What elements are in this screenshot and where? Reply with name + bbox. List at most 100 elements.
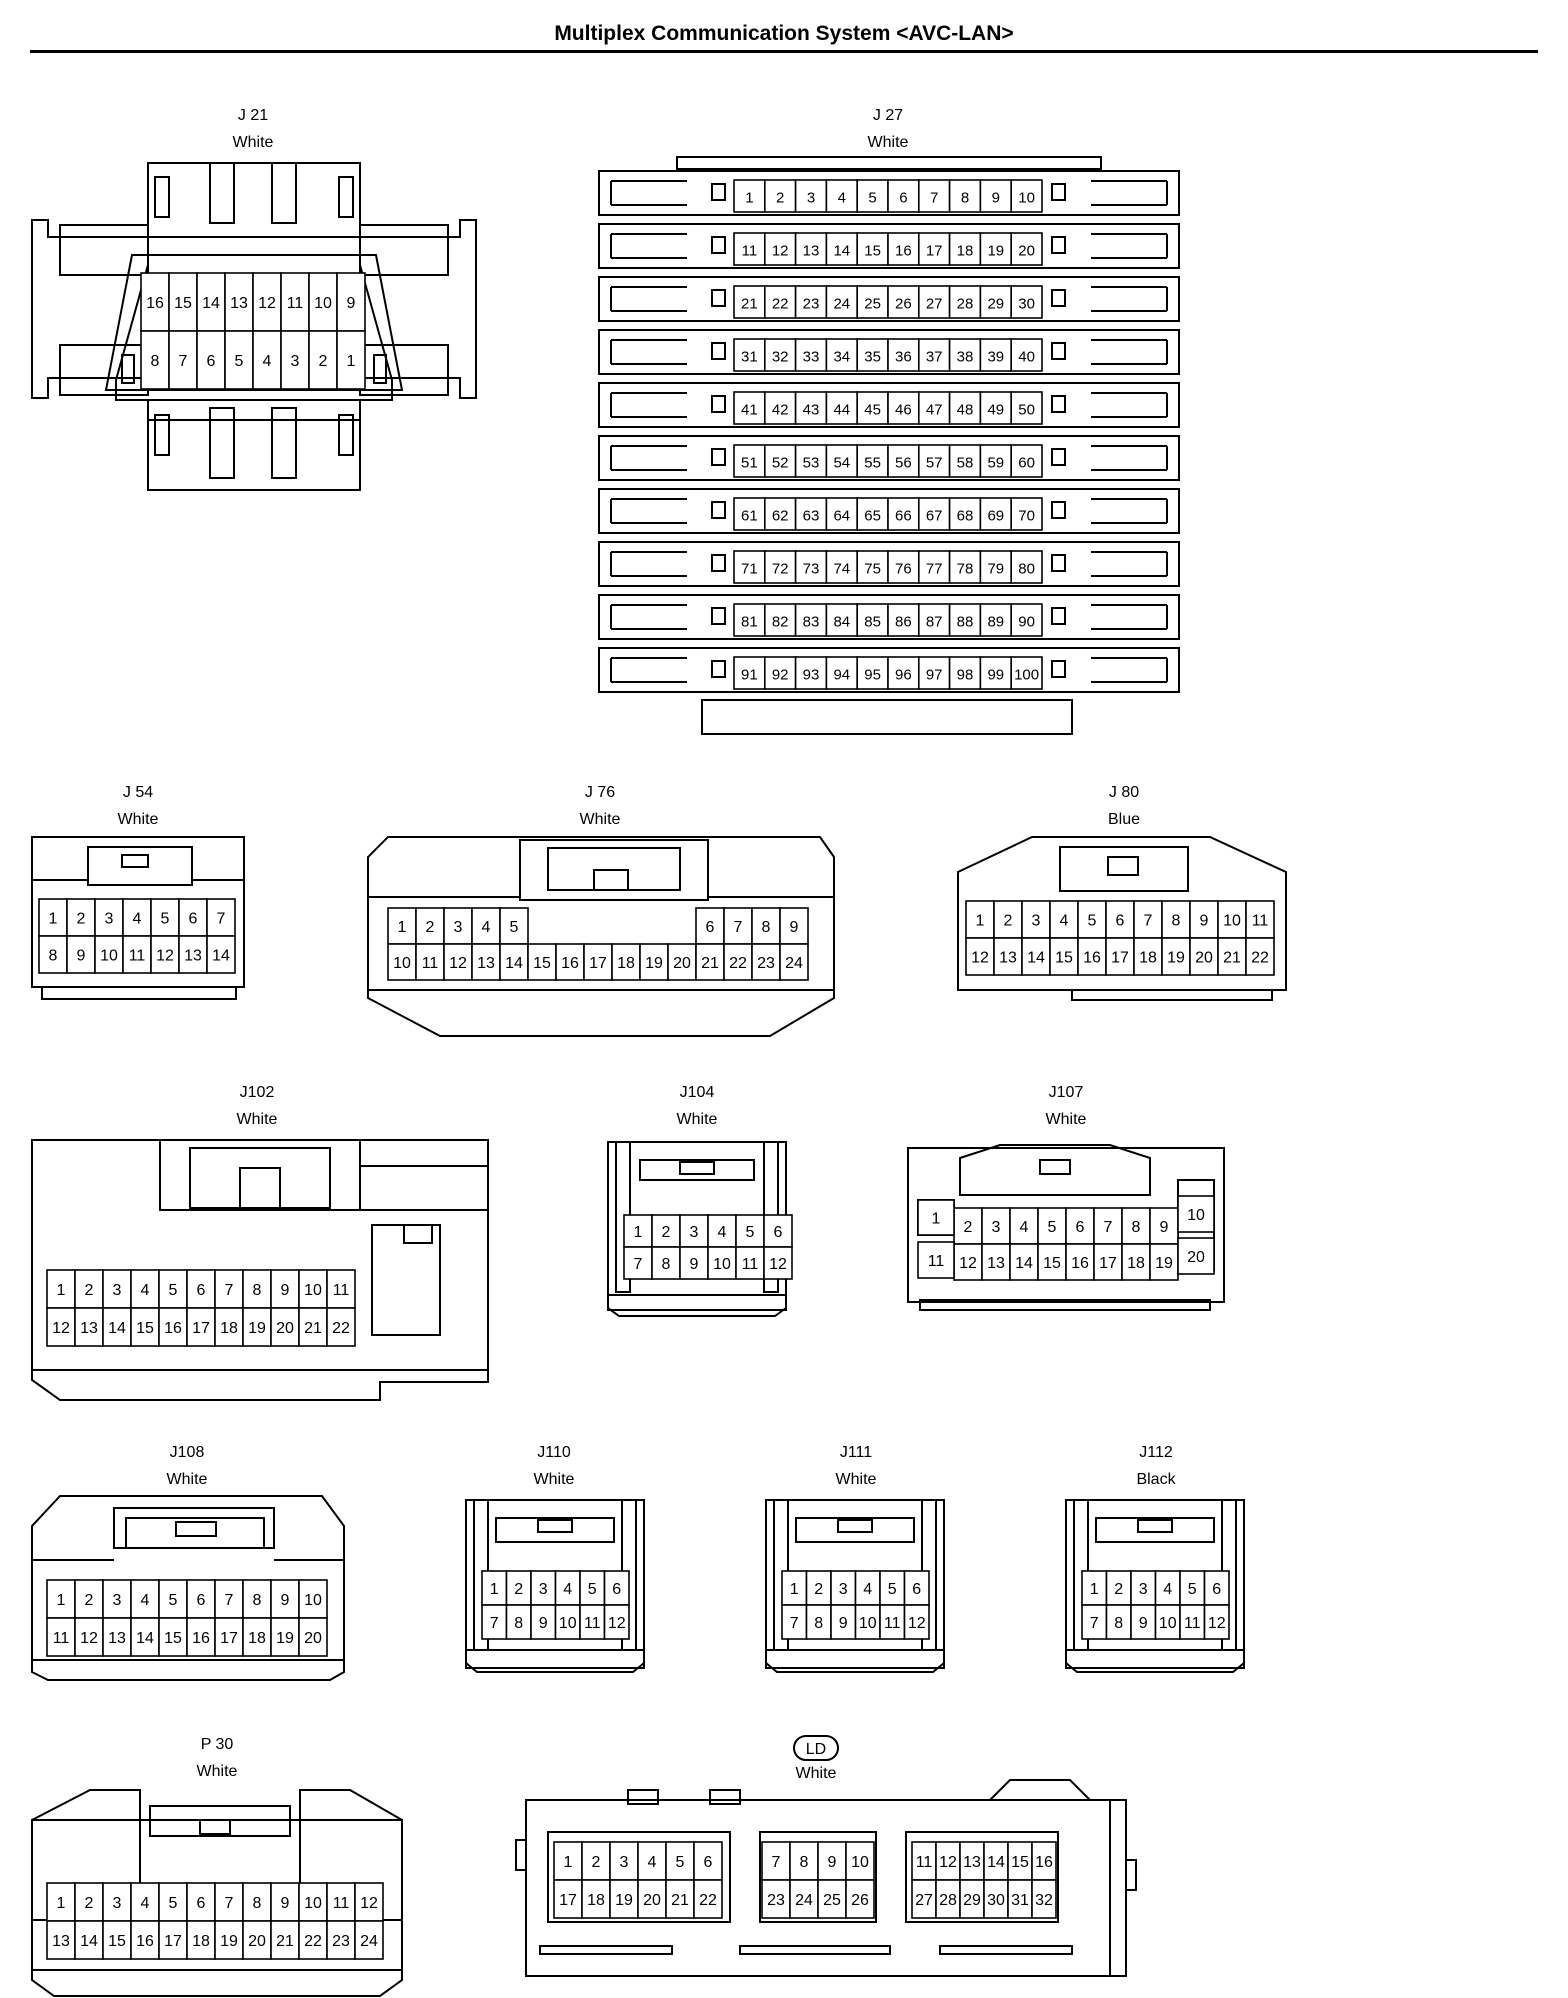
pin-label: 80	[1018, 561, 1035, 578]
pin-cell	[794, 550, 828, 584]
pin-label: 60	[1018, 455, 1035, 472]
pin-label: 1	[634, 1224, 643, 1241]
pin-label: 5	[169, 1592, 178, 1609]
connector-id: J112	[1139, 1444, 1173, 1461]
row-latch	[711, 501, 726, 519]
housing-part	[41, 986, 237, 1000]
pin-cell	[665, 1879, 695, 1919]
pin-label: 7	[179, 353, 188, 370]
pin-cell	[603, 1570, 630, 1606]
pin-cell	[326, 1307, 356, 1347]
housing-part	[519, 839, 709, 901]
pin-label: 17	[1111, 950, 1129, 967]
housing-part	[113, 1507, 275, 1549]
connector-color: White	[237, 1111, 278, 1128]
pin-label: 12	[52, 1320, 70, 1337]
pin-label: 31	[1011, 1892, 1029, 1909]
pin-label: 22	[332, 1320, 350, 1337]
pin-label: 8	[762, 919, 771, 936]
pin-cell	[102, 1617, 132, 1657]
pin-label: 82	[772, 614, 789, 631]
pin-label: 16	[146, 295, 164, 312]
pin-cell	[856, 391, 889, 425]
pin-label: 28	[957, 296, 974, 313]
pin-cell	[856, 656, 889, 690]
pin-label: 13	[52, 1933, 70, 1950]
pin-label: 15	[1055, 950, 1073, 967]
pin-label: 3	[113, 1895, 122, 1912]
pin-cell	[763, 1214, 793, 1248]
pin-label: 18	[617, 955, 635, 972]
pin-label: 71	[741, 561, 758, 578]
pin-cell	[581, 1841, 611, 1881]
row-latch	[711, 607, 726, 625]
pin-cell	[948, 603, 982, 637]
pin-cell	[1021, 937, 1051, 976]
pin-label: 6	[197, 1592, 206, 1609]
connector-row-frame	[598, 647, 1180, 693]
pin-cell	[1037, 1243, 1067, 1281]
connector-row-frame	[598, 488, 1180, 534]
pin-label: 43	[803, 402, 820, 419]
pin-label: 11	[884, 1615, 901, 1632]
pin-label: 4	[718, 1224, 727, 1241]
pin-label: 7	[225, 1895, 234, 1912]
pin-label: 48	[957, 402, 974, 419]
pin-label: 21	[741, 296, 758, 313]
pin-label: 5	[888, 1581, 897, 1598]
pin-cell	[825, 232, 859, 266]
pin-cell	[481, 1604, 508, 1640]
housing-body	[765, 1499, 945, 1669]
pin-cell	[387, 943, 417, 981]
pin-cell	[781, 1604, 808, 1640]
pin-cell	[887, 444, 920, 478]
pin-label: 1	[1090, 1581, 1099, 1598]
housing-part	[147, 162, 361, 238]
pin-label: 20	[1018, 243, 1035, 260]
pin-label: 10	[304, 1592, 322, 1609]
housing-part	[1107, 856, 1139, 876]
pin-label: 1	[57, 1282, 66, 1299]
pin-label: 13	[987, 1255, 1005, 1272]
pin-label: 32	[1035, 1892, 1053, 1909]
pin-cell	[733, 550, 766, 584]
pin-label: 25	[823, 1892, 841, 1909]
pin-label: 12	[939, 1854, 957, 1871]
housing-part	[271, 162, 297, 224]
pin-label: 12	[959, 1255, 977, 1272]
pin-label: 54	[833, 455, 850, 472]
pin-cell	[443, 943, 473, 981]
pin-cell	[845, 1879, 875, 1919]
pin-label: 19	[248, 1320, 266, 1337]
connector-color: White	[197, 1763, 238, 1780]
pin-cell	[527, 943, 557, 981]
pin-label: 62	[772, 508, 789, 525]
pin-label: 16	[164, 1320, 182, 1337]
pin-cell	[856, 338, 889, 372]
housing-skirt	[31, 1969, 403, 1997]
pin-cell	[46, 1920, 76, 1960]
pin-cell	[471, 943, 501, 981]
connector-id: J 27	[873, 107, 903, 124]
pin-label: 5	[510, 919, 519, 936]
pin-cell	[214, 1307, 244, 1347]
pin-label: 4	[1163, 1581, 1172, 1598]
pin-label: 10	[1223, 913, 1241, 930]
pin-cell	[214, 1617, 244, 1657]
pin-label: 23	[803, 296, 820, 313]
connector-id: J108	[170, 1444, 205, 1461]
pin-label: 90	[1018, 614, 1035, 631]
pin-label: 16	[895, 243, 912, 260]
row-latch	[711, 236, 726, 254]
pin-label: 24	[785, 955, 803, 972]
pin-label: 7	[225, 1592, 234, 1609]
pin-cell	[845, 1841, 875, 1881]
pin-label: 5	[169, 1282, 178, 1299]
housing-skirt	[1065, 1649, 1245, 1673]
pin-label: 6	[197, 1282, 206, 1299]
housing-part	[515, 1839, 527, 1871]
pin-cell	[856, 550, 889, 584]
pin-cell	[979, 656, 1013, 690]
pin-label: 3	[454, 919, 463, 936]
